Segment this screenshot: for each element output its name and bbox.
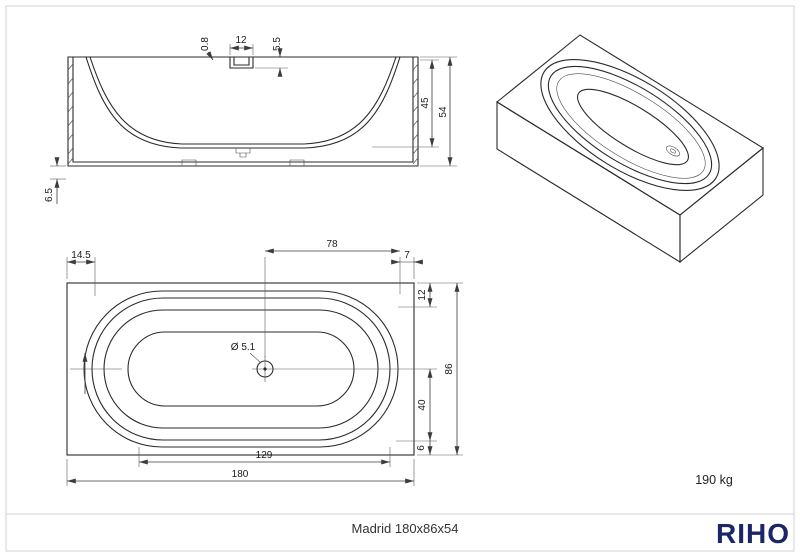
weight-label: 190 kg	[695, 473, 733, 487]
dim-text-overflow-height: 5.5	[272, 37, 283, 51]
top-plan-view: Ø 5.1 14.5 78 7 12	[66, 239, 463, 486]
dim-base-height: 6.5	[44, 157, 66, 204]
drain-label: Ø 5.1	[231, 342, 262, 364]
dim-floor-length: 129	[138, 447, 391, 467]
dim-text-bottom-inset: 6	[416, 445, 427, 451]
dim-text-length: 180	[232, 469, 249, 480]
dim-left-inset: 14.5	[66, 250, 96, 296]
dim-width: 86	[417, 282, 463, 456]
dim-text-drain-to-bottom: 40	[417, 399, 428, 411]
dim-length: 180	[66, 459, 415, 486]
model-title: Madrid 180x86x54	[352, 521, 459, 536]
basin-contour	[556, 73, 706, 179]
dim-text-floor-length: 129	[256, 450, 273, 461]
isometric-3d-view	[496, 34, 764, 264]
dim-text-drain-to-overflow: 78	[326, 239, 338, 250]
tub-front-face	[496, 101, 681, 263]
dim-drain-to-bottom: 40	[278, 368, 437, 442]
basin-floor	[576, 88, 690, 166]
dim-bottom-inset: 6	[416, 441, 433, 455]
dim-text-inner-depth: 45	[420, 97, 431, 109]
dim-text-left-inset: 14.5	[71, 250, 91, 261]
side-elevation-view: 12 0.8 5.5 45 54	[44, 35, 457, 204]
dim-text-rim-lip: 0.8	[200, 37, 211, 51]
dim-top-inset: 12	[398, 283, 437, 308]
dim-text-right-inset: 7	[404, 250, 410, 261]
dim-text-top-inset: 12	[417, 289, 428, 301]
dim-text-width: 86	[444, 363, 455, 375]
dim-right-inset: 7	[391, 250, 423, 279]
drain-diameter-text: Ø 5.1	[231, 342, 256, 353]
drain-3d-inner	[670, 148, 676, 154]
overflow-fitting	[229, 56, 254, 69]
dim-rim-lip: 0.8	[200, 37, 214, 61]
drain	[252, 356, 278, 382]
tub-section-outline	[67, 56, 419, 167]
dim-inner-depth: 45	[372, 59, 439, 148]
dim-text-base-height: 6.5	[44, 188, 55, 202]
sheet-border	[5, 5, 795, 552]
brand-logo: RIHO	[716, 518, 790, 549]
dim-total-height: 54	[420, 56, 457, 167]
dim-drain-to-overflow: 78	[264, 239, 401, 357]
dim-overflow-width: 12	[229, 35, 254, 55]
dim-text-total-height: 54	[438, 106, 449, 118]
rim-outer-edge	[540, 59, 720, 191]
dim-overflow-height: 5.5	[255, 37, 288, 77]
dim-text-overflow-width: 12	[235, 35, 247, 46]
tub-top-face	[496, 34, 764, 216]
feet-detail	[181, 159, 305, 166]
rim-inner-edge	[547, 65, 713, 185]
drain-3d	[666, 145, 680, 157]
section-hatching	[67, 63, 419, 165]
drain-trap-detail	[235, 148, 251, 158]
